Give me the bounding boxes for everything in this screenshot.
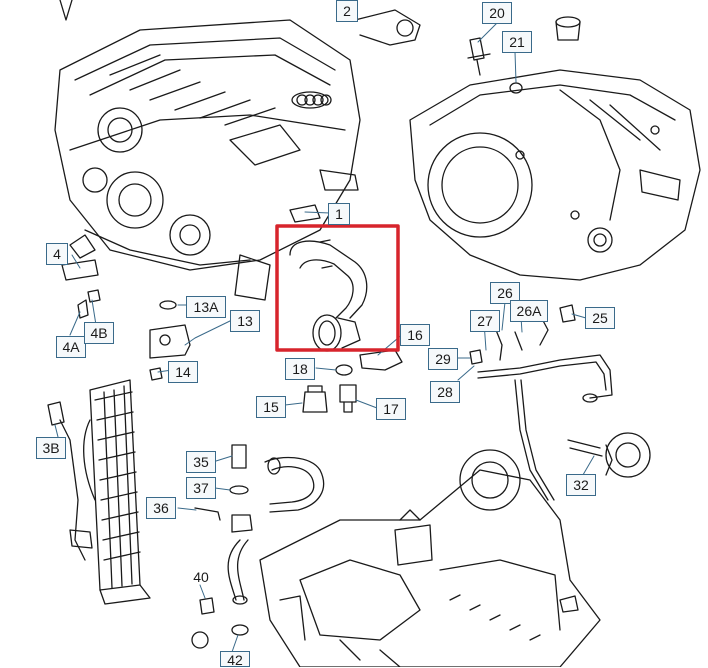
coolant-hose-16 xyxy=(289,239,368,352)
callout-27: 27 xyxy=(470,310,500,332)
callout-28: 28 xyxy=(430,381,460,403)
callout-3B: 3B xyxy=(36,437,66,459)
callout-4A: 4A xyxy=(56,336,86,358)
callout-37: 37 xyxy=(186,477,216,499)
callout-18: 18 xyxy=(285,358,315,380)
callout-2: 2 xyxy=(336,0,358,22)
callout-40: 40 xyxy=(193,569,209,585)
lower-hoses xyxy=(69,444,325,649)
callout-42: 42 xyxy=(220,651,250,668)
callout-21: 21 xyxy=(502,31,532,53)
transmission-assembly xyxy=(409,69,701,281)
callout-17: 17 xyxy=(376,398,406,420)
callout-4: 4 xyxy=(46,243,68,265)
callout-26A: 26A xyxy=(510,300,548,322)
callout-29: 29 xyxy=(428,348,458,370)
callout-13: 13 xyxy=(230,310,260,332)
callout-26: 26 xyxy=(490,282,520,304)
callout-13A: 13A xyxy=(186,296,226,318)
callout-15: 15 xyxy=(256,396,286,418)
callout-20: 20 xyxy=(482,2,512,24)
callout-32: 32 xyxy=(566,474,596,496)
lower-engine-assembly xyxy=(259,449,601,667)
callout-35: 35 xyxy=(186,451,216,473)
radiator-condenser xyxy=(47,379,151,605)
sensor-20-21 xyxy=(467,16,581,94)
engine-assembly xyxy=(54,0,421,301)
callout-1: 1 xyxy=(328,203,350,225)
callout-16: 16 xyxy=(400,324,430,346)
highlight-box xyxy=(275,224,400,352)
callout-14: 14 xyxy=(168,361,198,383)
callout-36: 36 xyxy=(146,497,176,519)
callout-4B: 4B xyxy=(84,322,114,344)
callout-25: 25 xyxy=(585,307,615,329)
bracket-13 xyxy=(77,289,191,381)
pipe-assembly xyxy=(469,304,651,501)
leader-lines xyxy=(54,0,595,653)
